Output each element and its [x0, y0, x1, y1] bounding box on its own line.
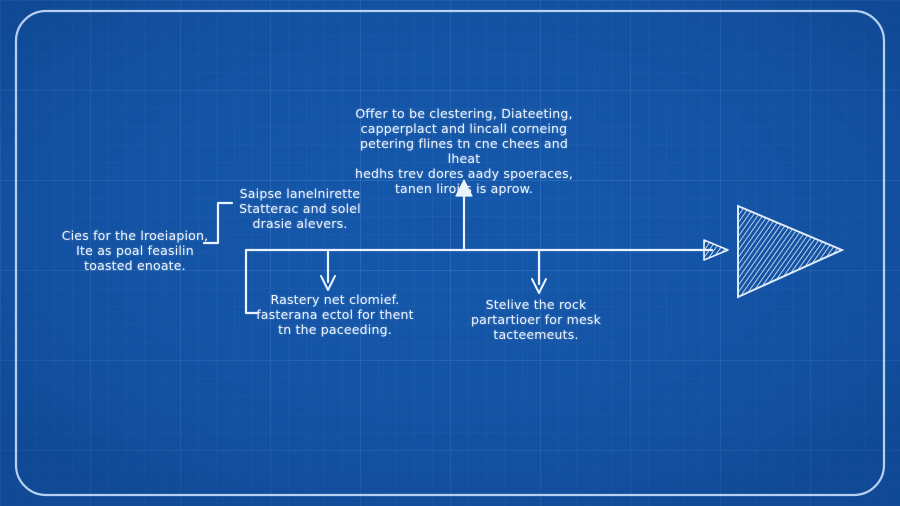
- bracket-upper-left: [202, 201, 234, 245]
- label-lower-left: Rastery net clomief. fasterana ectol for…: [256, 292, 414, 337]
- label-top: Offer to be clestering, Diateeting, capp…: [354, 106, 574, 196]
- branch-lower-left-arrowhead: [320, 275, 336, 291]
- spine-arrowhead: [703, 239, 729, 261]
- fish-head-triangle: [737, 204, 845, 299]
- branch-top-arrowhead: [455, 179, 473, 197]
- label-lower-right: Stelive the rock partartioer for mesk ta…: [470, 297, 602, 342]
- outer-frame: [14, 9, 886, 497]
- bracket-lower-left: [244, 248, 260, 315]
- label-left: Cies for the lroeiapion, Ite as poal fea…: [61, 228, 209, 273]
- branch-lower-right-arrowhead: [531, 278, 547, 294]
- label-upper-left: Saipse lanelnirette Statterac and solel …: [239, 186, 361, 231]
